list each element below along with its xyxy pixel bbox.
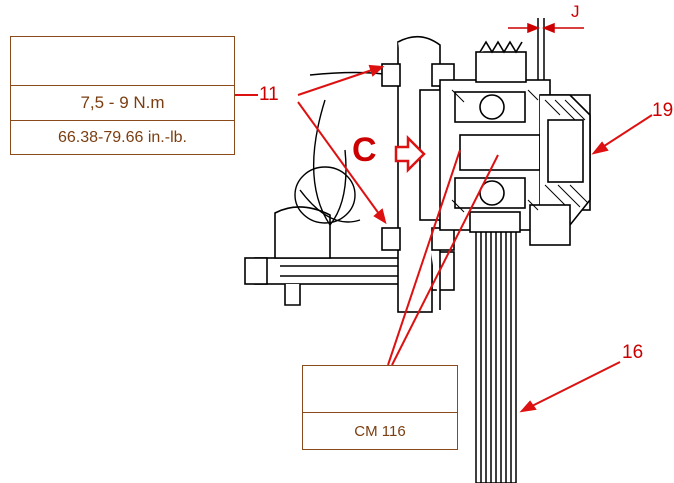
callout-19: 19 bbox=[652, 100, 674, 121]
dimension-j bbox=[508, 18, 584, 80]
grease-icon-row bbox=[303, 366, 457, 413]
vertical-shaft bbox=[475, 229, 517, 483]
torque-value-metric: 7,5 - 9 N.m bbox=[11, 86, 234, 121]
view-letter-c: C bbox=[352, 131, 377, 169]
torque-value-imperial: 66.38-79.66 in.-lb. bbox=[58, 128, 187, 146]
callout-11: 11 bbox=[259, 84, 279, 105]
hatching bbox=[451, 89, 589, 213]
grease-code: CM 116 bbox=[354, 422, 406, 440]
view-arrow bbox=[394, 134, 426, 174]
callout-arrows bbox=[235, 64, 653, 413]
torque-spec-box: 7,5 - 9 N.m 66.38-79.66 in.-lb. bbox=[10, 36, 235, 155]
bearing-housing bbox=[439, 40, 591, 246]
dimension-letter-j: J bbox=[571, 2, 580, 21]
callout-16: 16 bbox=[622, 342, 644, 363]
grease-spec-box: CM 116 bbox=[302, 365, 458, 450]
torque-icon-row bbox=[11, 37, 234, 86]
